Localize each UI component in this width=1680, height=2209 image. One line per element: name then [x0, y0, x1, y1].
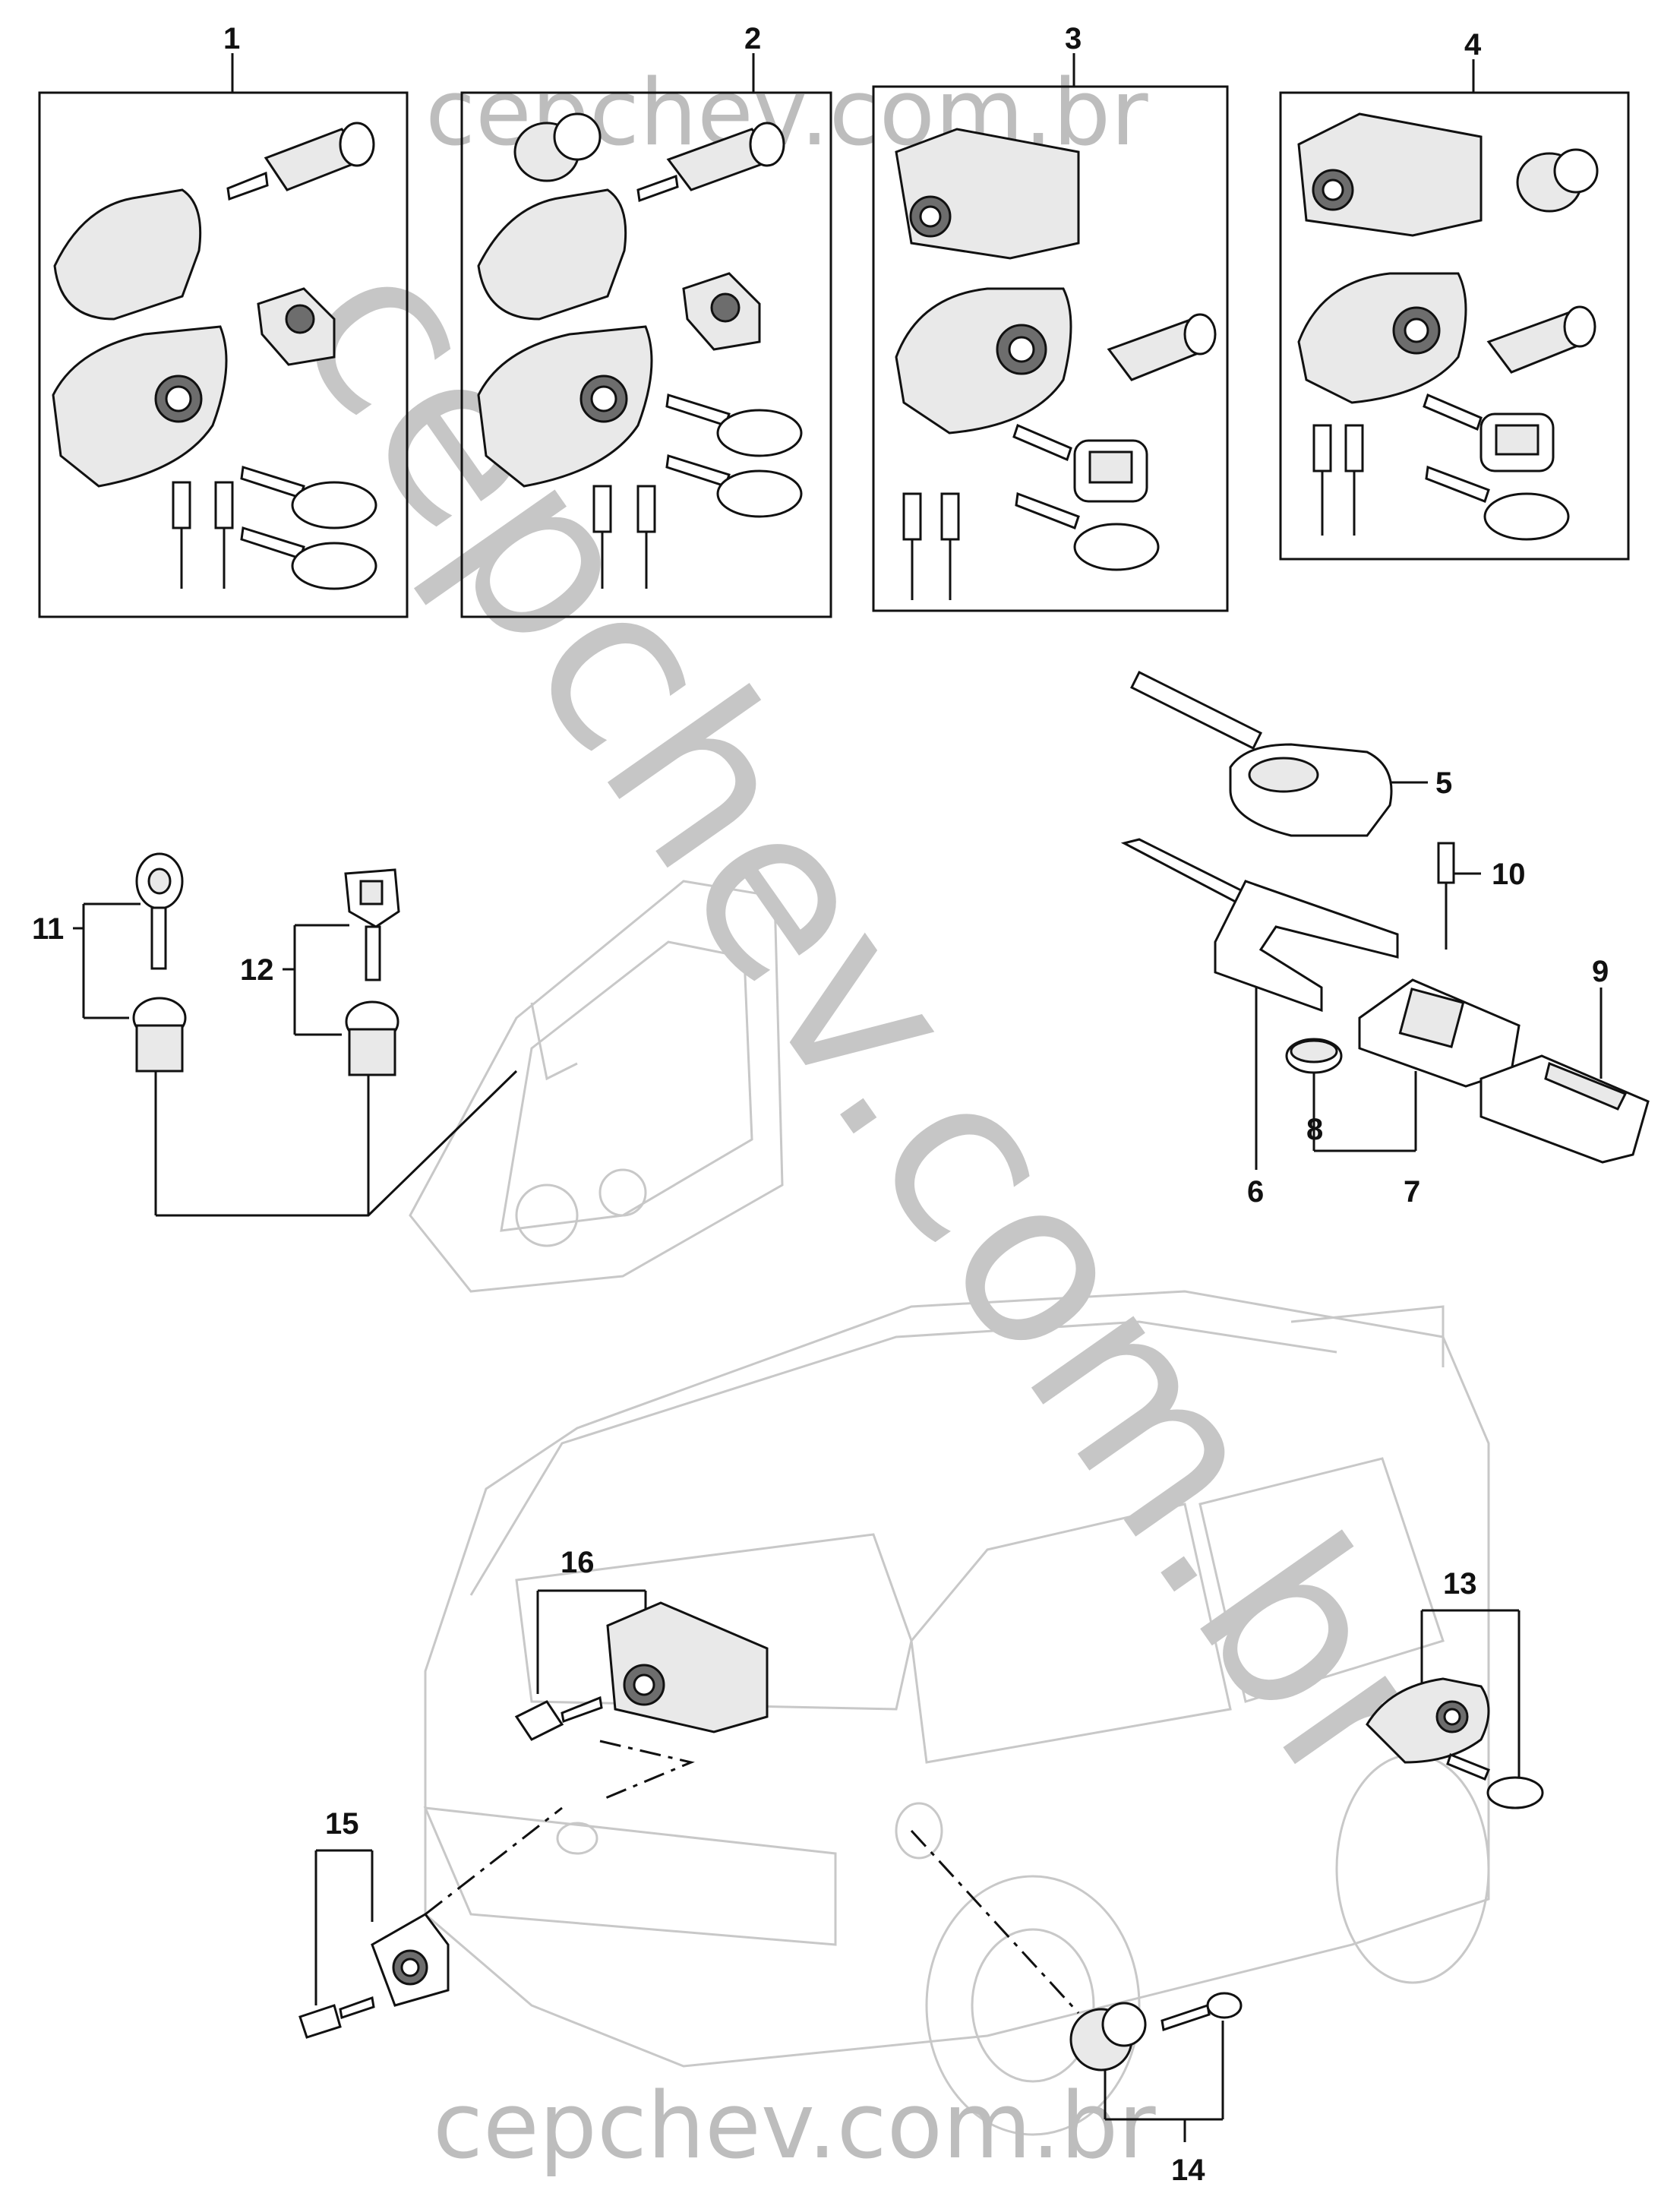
callout-label: 11: [32, 912, 64, 946]
car-outline-ghost: [423, 1290, 1490, 2136]
part-7-remote-housing: 8 7: [1285, 978, 1521, 1209]
part-5-key: 5: [1129, 670, 1452, 837]
part-15-rear-lock: 15: [298, 1806, 563, 2039]
part-11-ignition-set: 11: [32, 852, 187, 1215]
kit-box-frame: [1279, 91, 1630, 561]
callout-label: 1: [223, 22, 240, 55]
callout-label: 9: [1592, 955, 1609, 988]
callout-label: 5: [1435, 766, 1452, 800]
kit-box-frame: [872, 85, 1229, 612]
callout-label: 8: [1306, 1113, 1323, 1146]
part-16-tailgate-lock: 16: [514, 1546, 769, 1802]
callout-label: 7: [1404, 1175, 1420, 1209]
door-panel-ghost: [409, 880, 784, 1293]
callout-label: 3: [1065, 22, 1082, 55]
part-14-fuel-lock: 14: [910, 1829, 1243, 2187]
part-13-door-lock: 13: [1366, 1567, 1544, 1809]
callout-label: 4: [1464, 28, 1482, 62]
callout-label: 2: [744, 22, 761, 55]
callout-label: 10: [1492, 858, 1526, 891]
callout-label: 13: [1443, 1567, 1477, 1601]
callout-label: 16: [561, 1546, 595, 1579]
kit-box-1: 1: [38, 22, 409, 618]
part-9-shell: 9: [1479, 955, 1650, 1164]
kit-box-2: 2: [460, 22, 832, 618]
kit-box-3: 3: [872, 22, 1229, 612]
kit-box-frame: [38, 91, 409, 618]
callout-label: 12: [240, 953, 274, 987]
leader-bracket: [156, 1070, 518, 1217]
kit-box-4: 4: [1279, 28, 1630, 561]
part-12-ignition-set: 12: [240, 868, 400, 1215]
part-6-key-blade: 6: [1120, 838, 1399, 1209]
callout-label: 6: [1247, 1175, 1264, 1209]
part-10-tag: 10: [1437, 842, 1526, 950]
watermark-diagonal: cepchev.com.br: [245, 206, 1499, 1841]
watermark-bottom: cepchev.com.br: [433, 2074, 1156, 2179]
callout-label: 15: [325, 1807, 359, 1841]
kit-box-frame: [460, 91, 832, 618]
callout-label: 14: [1171, 2154, 1205, 2187]
